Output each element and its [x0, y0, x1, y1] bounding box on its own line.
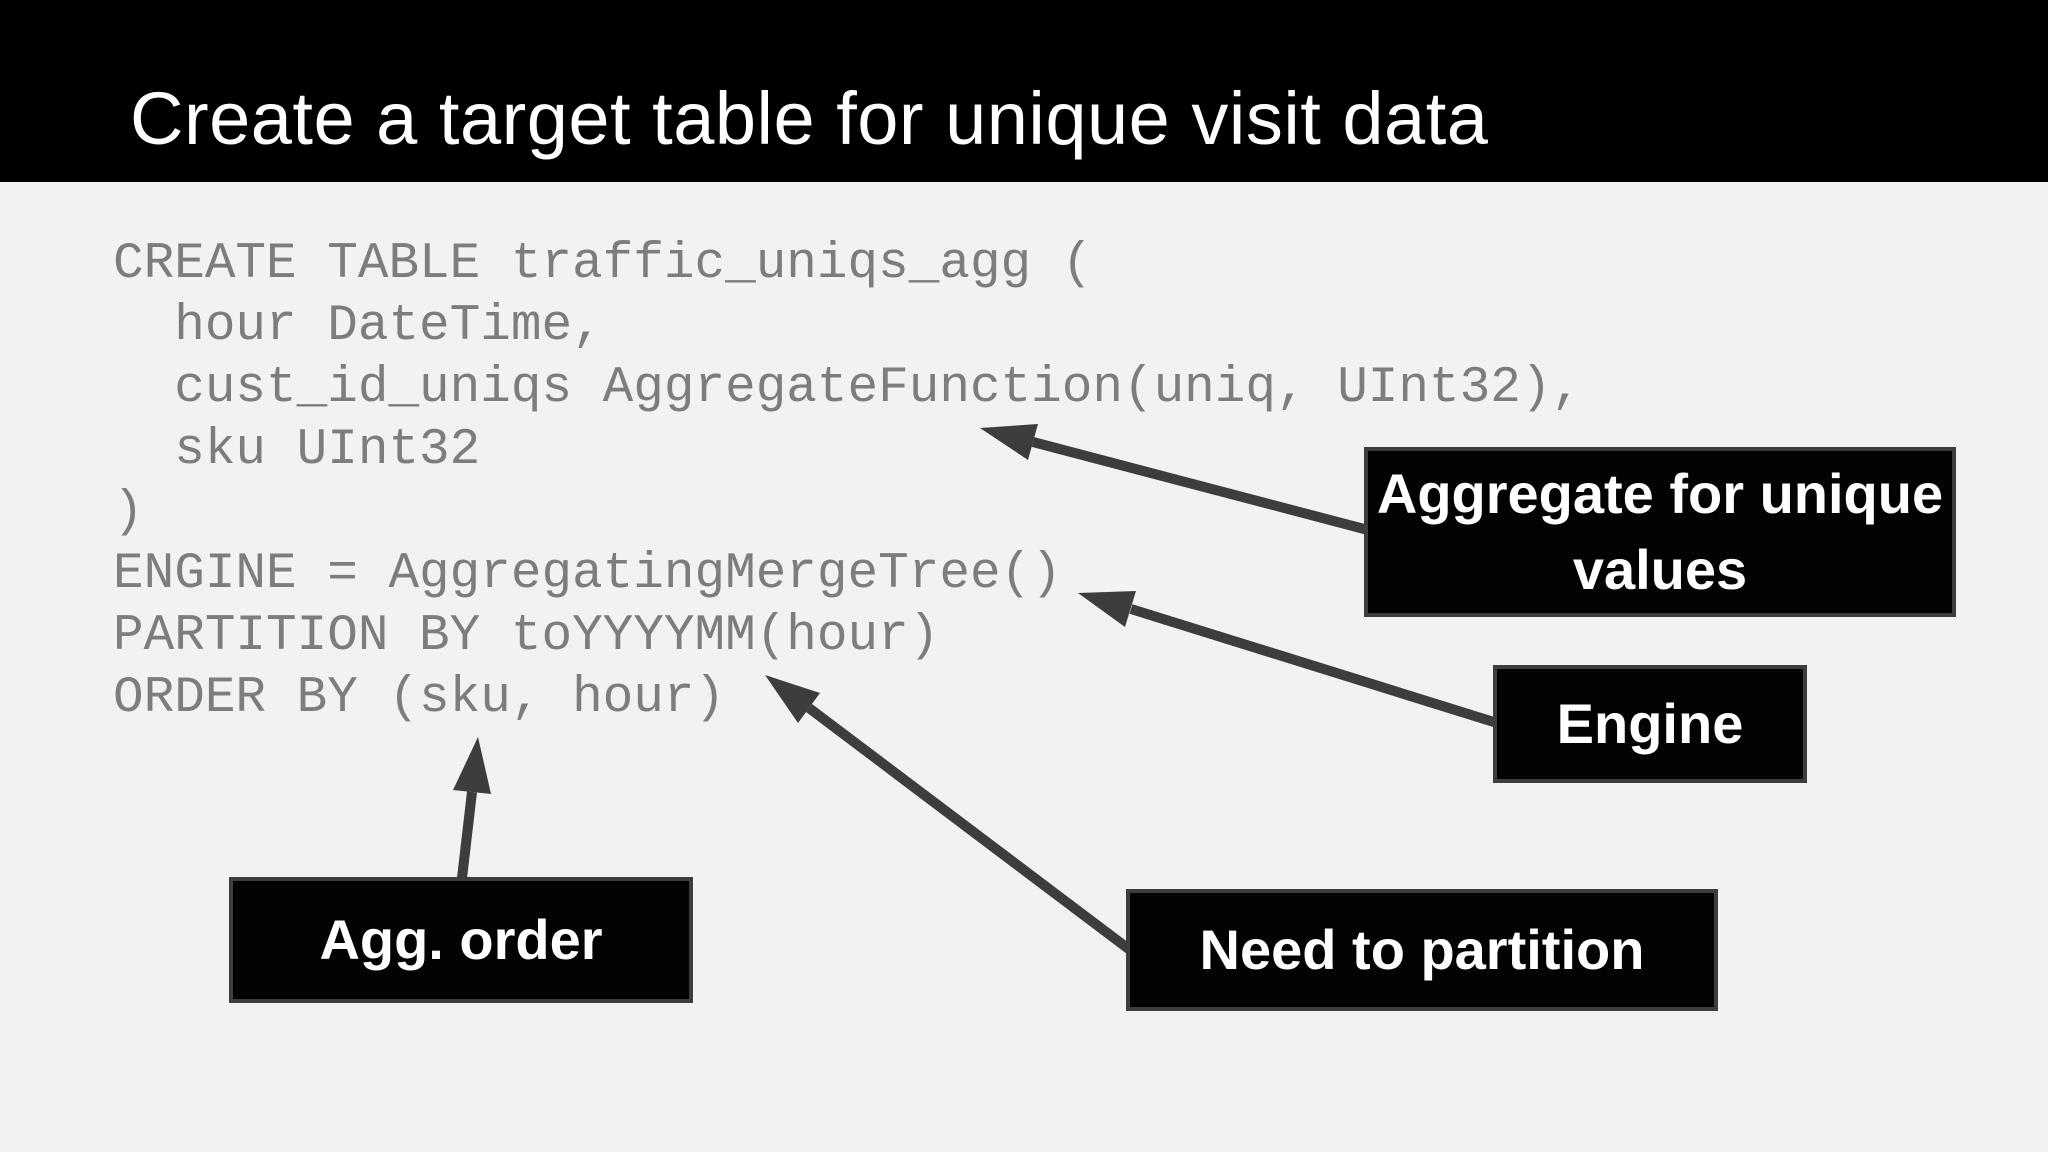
callout-aggregate-label: Aggregate for unique values: [1376, 462, 1944, 601]
slide-title: Create a target table for unique visit d…: [130, 77, 1489, 160]
slide-header: Create a target table for unique visit d…: [0, 0, 2048, 182]
callout-aggregate-for-unique-values: Aggregate for unique values: [1364, 447, 1956, 617]
callout-engine-label: Engine: [1556, 692, 1744, 755]
callout-need-to-partition: Need to partition: [1126, 889, 1718, 1011]
code-block: CREATE TABLE traffic_uniqs_agg ( hour Da…: [113, 236, 1583, 727]
callout-agg-order-label: Agg. order: [319, 908, 603, 971]
agg-order-arrow-icon: [453, 737, 491, 879]
callout-engine: Engine: [1493, 665, 1807, 783]
callout-agg-order: Agg. order: [229, 877, 693, 1003]
callout-need-to-partition-label: Need to partition: [1199, 918, 1645, 981]
